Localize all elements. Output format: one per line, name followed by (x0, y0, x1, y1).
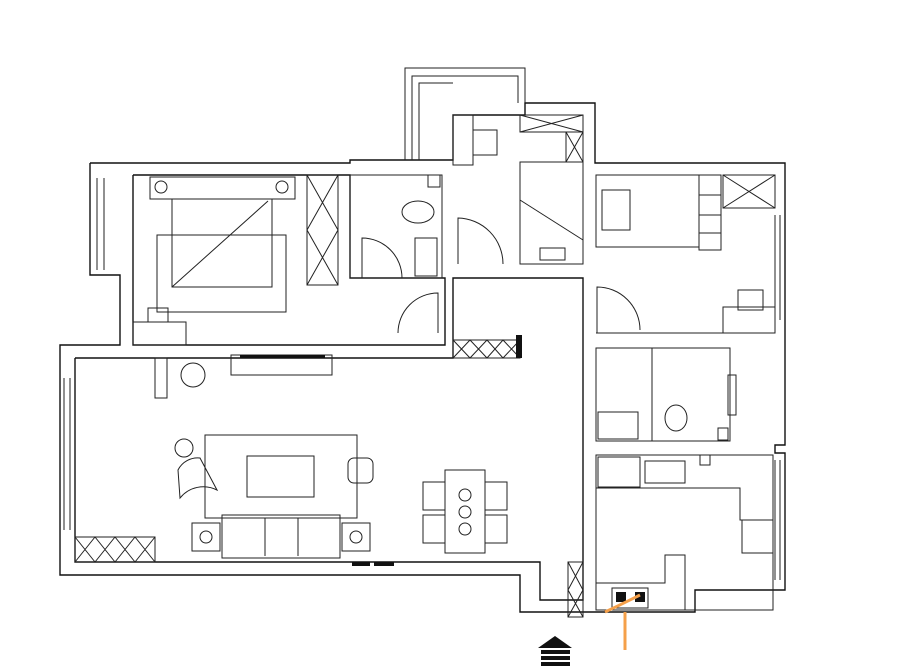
dining-table (444, 469, 486, 554)
toilet-icon (401, 200, 435, 224)
armchair (177, 457, 219, 500)
sink-icon (414, 237, 438, 277)
bathroom-1 (349, 174, 443, 334)
door-swing (457, 217, 504, 265)
door-swing (361, 237, 403, 279)
rug (204, 434, 358, 519)
lamp-icon (341, 522, 371, 552)
kitchen-sink (644, 460, 686, 484)
desk-chair (147, 307, 169, 323)
living-room (74, 354, 394, 566)
door-swing (397, 292, 439, 334)
column (154, 357, 168, 399)
door-swing (596, 286, 641, 333)
chair (422, 481, 446, 511)
balcony (404, 67, 526, 160)
master-bedroom (132, 174, 339, 346)
chair (737, 289, 764, 311)
chair (484, 514, 508, 544)
cabinet (74, 536, 156, 563)
rug (156, 234, 287, 313)
lamp-icon (191, 522, 221, 552)
window-living (63, 378, 71, 530)
accent-mark (604, 593, 641, 650)
chair (484, 481, 508, 511)
double-bed (171, 198, 273, 288)
kitchen (595, 454, 774, 650)
lamp-icon (154, 180, 168, 194)
coffee-table (246, 455, 315, 498)
plant-icon (180, 362, 206, 388)
wardrobe (722, 174, 776, 209)
lamp-icon (275, 180, 289, 194)
dining-area (422, 469, 508, 554)
fridge (741, 519, 774, 554)
sink-icon (597, 411, 639, 440)
desk (722, 306, 776, 334)
window-right (774, 215, 781, 580)
window-left-bedroom (96, 178, 105, 270)
stove (611, 587, 649, 609)
headboard (149, 176, 296, 200)
chair (472, 129, 498, 156)
entrance-arrow-icon (538, 636, 572, 666)
bed (595, 174, 700, 248)
bathroom-2 (595, 347, 737, 442)
desk (132, 321, 187, 346)
wardrobe (306, 174, 339, 286)
desk (452, 114, 474, 166)
corridor-cabinet (452, 335, 584, 618)
chair (422, 514, 446, 544)
study (452, 114, 584, 265)
single-bed (519, 161, 584, 265)
ottoman (347, 457, 374, 484)
sofa (221, 514, 341, 559)
side-table (174, 438, 194, 458)
bedroom-2 (595, 174, 776, 334)
toilet-icon (664, 404, 688, 432)
